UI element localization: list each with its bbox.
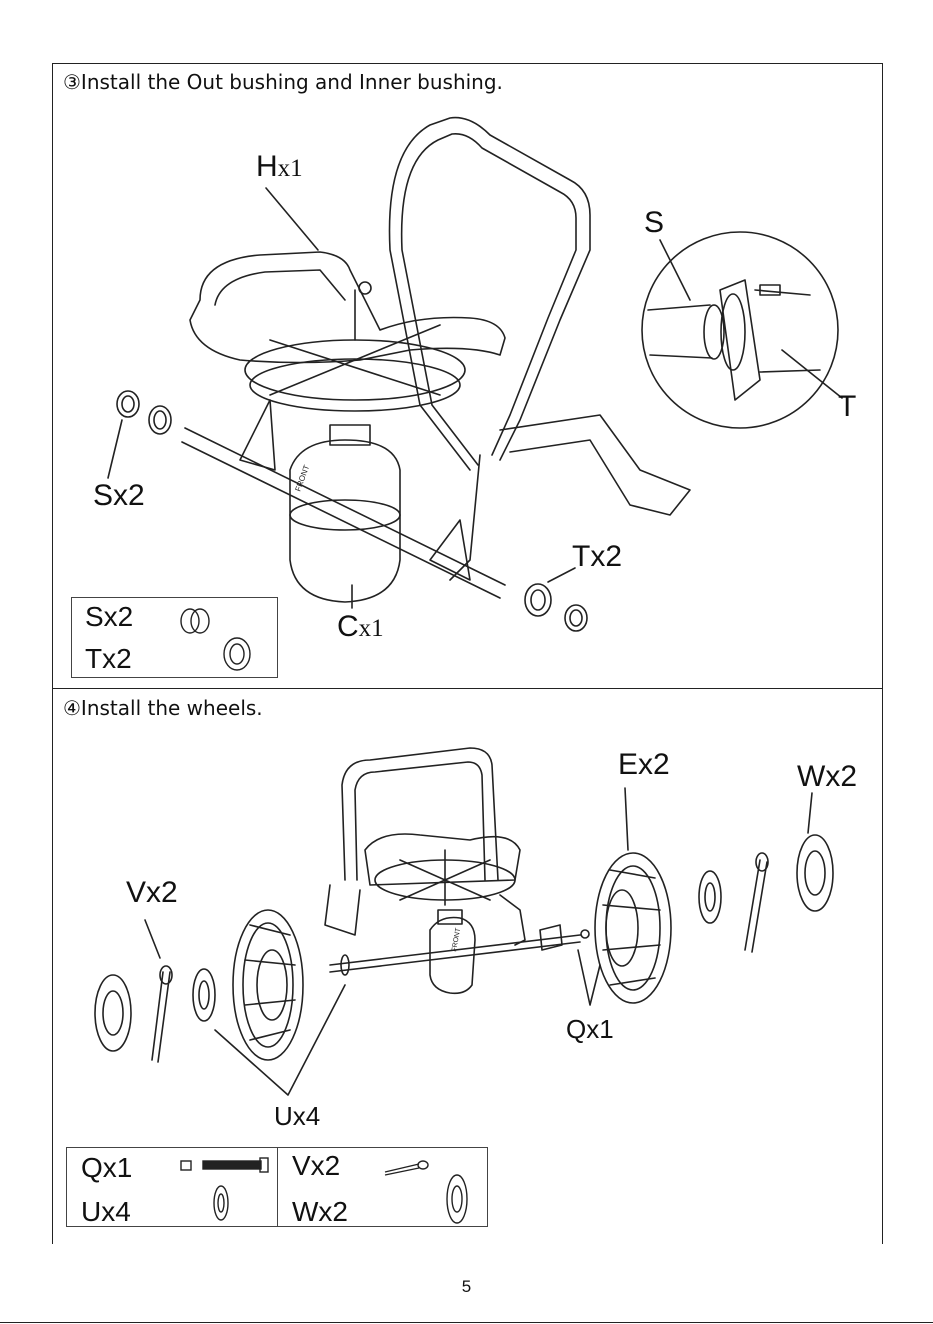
nut-icon <box>181 1161 191 1170</box>
bolt-icon <box>203 1161 261 1169</box>
parts-icons-step4 <box>67 1148 487 1226</box>
callout-vx2: Vx2 <box>126 878 178 908</box>
hub-cap-left <box>95 975 131 1051</box>
cotter-pin-icon <box>385 1164 419 1175</box>
callout-wx2: Wx2 <box>797 762 857 792</box>
cotter-pin-left <box>152 972 170 1062</box>
washer-icon <box>214 1186 228 1220</box>
bottom-rule <box>0 1322 933 1323</box>
callout-ux4: Ux4 <box>274 1103 320 1129</box>
front-badge-step4: FRONT <box>451 927 462 953</box>
cotter-pin-right <box>745 860 767 952</box>
page-number: 5 <box>0 1277 933 1297</box>
callout-qx1: Qx1 <box>566 1016 614 1042</box>
hub-cap-right <box>797 835 833 911</box>
step4-parts-box: Qx1 Ux4 Vx2 Wx2 <box>66 1147 488 1227</box>
hub-cap-icon <box>447 1175 467 1223</box>
callout-ex2: Ex2 <box>618 750 670 780</box>
